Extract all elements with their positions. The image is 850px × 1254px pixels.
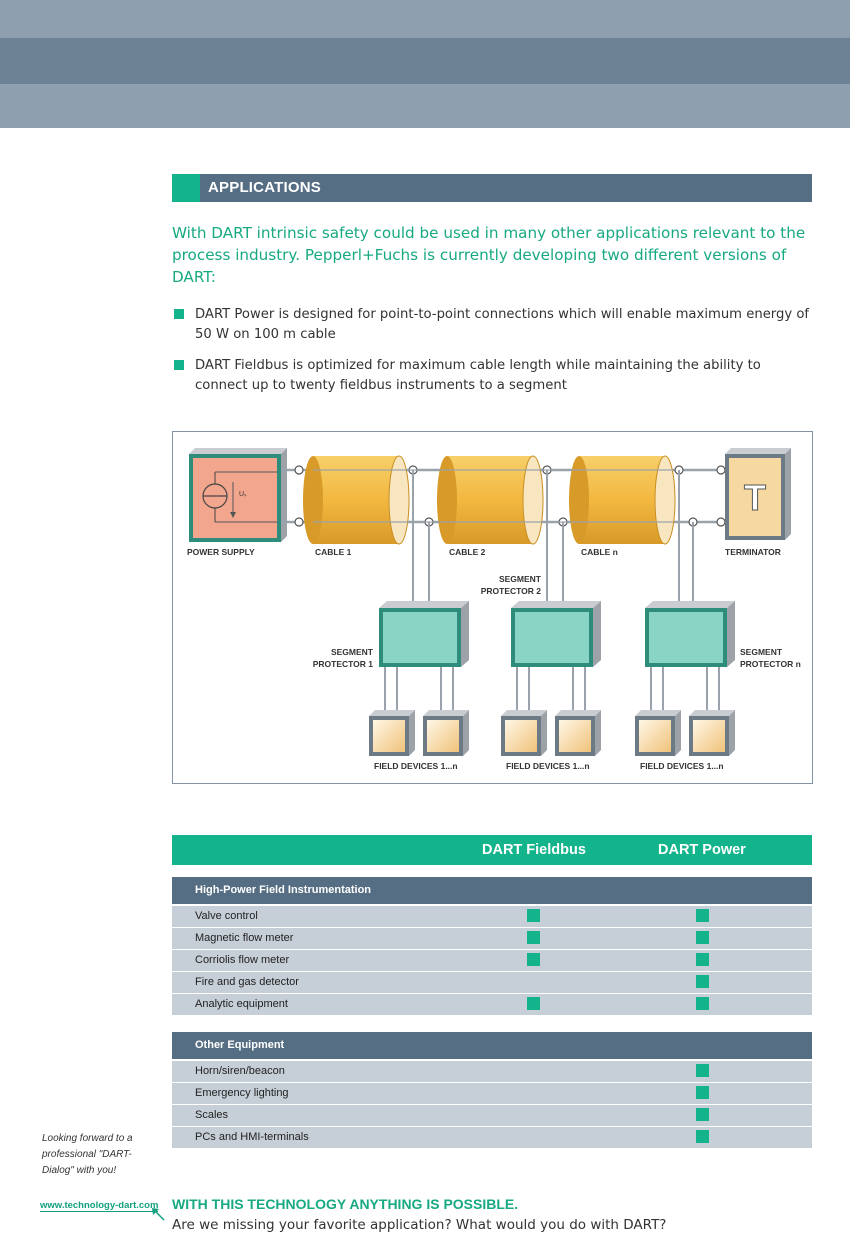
intro-paragraph: With DART intrinsic safety could be used…	[172, 224, 806, 286]
bullet-text: DART Power is designed for point-to-poin…	[195, 307, 810, 342]
table-row: Horn/siren/beacon	[172, 1061, 812, 1082]
power-check-icon	[696, 997, 709, 1010]
group-title: Other Equipment	[195, 1039, 285, 1051]
topology-diagram-svg: Uₛ T	[187, 448, 801, 771]
label-segment-protector-2-line2: PROTECTOR 2	[481, 586, 542, 596]
power-check-icon	[696, 909, 709, 922]
label-segment-protector-n-line1: SEGMENT	[740, 647, 783, 657]
column-dart-fieldbus: DART Fieldbus	[482, 842, 586, 858]
fieldbus-check-icon	[527, 931, 540, 944]
terminator	[725, 448, 791, 540]
section-title: APPLICATIONS	[208, 179, 321, 196]
field-devices-1	[369, 710, 469, 756]
voltage-label: Uₛ	[239, 491, 247, 498]
label-field-devices-1: FIELD DEVICES 1...n	[374, 761, 458, 771]
row-label: Magnetic flow meter	[195, 932, 294, 944]
table-row: Valve control	[172, 906, 812, 927]
power-check-icon	[696, 1108, 709, 1121]
label-cable-n: CABLE n	[581, 547, 618, 557]
side-note: Looking forward to a professional "DART-…	[42, 1133, 133, 1176]
row-label: Analytic equipment	[195, 998, 288, 1010]
segment-protector-1	[379, 601, 469, 667]
row-label: Valve control	[195, 910, 258, 922]
terminator-symbol: T	[744, 477, 766, 518]
label-field-devices-2: FIELD DEVICES 1...n	[506, 761, 590, 771]
comparison-table-header: DART Fieldbus DART Power	[172, 835, 812, 865]
row-label: PCs and HMI-terminals	[195, 1131, 309, 1143]
section-header: APPLICATIONS	[172, 174, 812, 202]
bullet-item: DART Fieldbus is optimized for maximum c…	[172, 356, 812, 395]
section-marker	[172, 174, 200, 202]
fieldbus-check-icon	[527, 997, 540, 1010]
row-label: Fire and gas detector	[195, 976, 299, 988]
column-dart-power: DART Power	[658, 842, 746, 858]
label-segment-protector-2-line1: SEGMENT	[499, 574, 542, 584]
power-check-icon	[696, 1130, 709, 1143]
table-row: Magnetic flow meter	[172, 928, 812, 949]
power-check-icon	[696, 1086, 709, 1099]
label-cable-1: CABLE 1	[315, 547, 352, 557]
fieldbus-check-icon	[527, 953, 540, 966]
row-label: Corriolis flow meter	[195, 954, 290, 966]
table-row: Fire and gas detector	[172, 972, 812, 993]
table-row: Analytic equipment	[172, 994, 812, 1015]
arrow-icon	[152, 1208, 165, 1221]
label-segment-protector-1-line2: PROTECTOR 1	[313, 659, 374, 669]
segment-protector-2	[511, 601, 601, 667]
label-field-devices-n: FIELD DEVICES 1...n	[640, 761, 724, 771]
label-segment-protector-n-line2: PROTECTOR n	[740, 659, 801, 669]
row-label: Emergency lighting	[195, 1087, 289, 1099]
bullet-text: DART Fieldbus is optimized for maximum c…	[195, 358, 761, 393]
group-header: High-Power Field Instrumentation	[172, 877, 812, 904]
table-row: Corriolis flow meter	[172, 950, 812, 971]
label-power-supply: POWER SUPPLY	[187, 547, 255, 557]
header-band-bottom	[0, 84, 850, 128]
label-cable-2: CABLE 2	[449, 547, 486, 557]
power-check-icon	[696, 953, 709, 966]
label-segment-protector-1-line1: SEGMENT	[331, 647, 374, 657]
topology-diagram: Uₛ T	[172, 431, 813, 784]
power-check-icon	[696, 931, 709, 944]
field-devices-2	[501, 710, 601, 756]
power-check-icon	[696, 975, 709, 988]
bullet-square-icon	[174, 309, 184, 319]
segment-protector-n	[645, 601, 735, 667]
bullet-item: DART Power is designed for point-to-poin…	[172, 305, 812, 344]
table-row: Emergency lighting	[172, 1083, 812, 1104]
header-band-middle	[0, 38, 850, 84]
row-label: Scales	[195, 1109, 229, 1121]
footer-question: Are we missing your favorite application…	[172, 1217, 667, 1233]
bullet-square-icon	[174, 360, 184, 370]
power-check-icon	[696, 1064, 709, 1077]
table-row: Scales	[172, 1105, 812, 1126]
group-title: High-Power Field Instrumentation	[195, 884, 372, 896]
footer-claim: WITH THIS TECHNOLOGY ANYTHING IS POSSIBL…	[172, 1196, 519, 1212]
power-supply	[189, 448, 287, 542]
group-header: Other Equipment	[172, 1032, 812, 1059]
table-row: PCs and HMI-terminals	[172, 1127, 812, 1148]
header-band-top	[0, 0, 850, 38]
fieldbus-check-icon	[527, 909, 540, 922]
label-terminator: TERMINATOR	[725, 547, 781, 557]
bullet-list: DART Power is designed for point-to-poin…	[172, 305, 812, 407]
row-label: Horn/siren/beacon	[195, 1065, 285, 1077]
website-link[interactable]: www.technology-dart.com	[40, 1200, 159, 1212]
field-devices-n	[635, 710, 735, 756]
